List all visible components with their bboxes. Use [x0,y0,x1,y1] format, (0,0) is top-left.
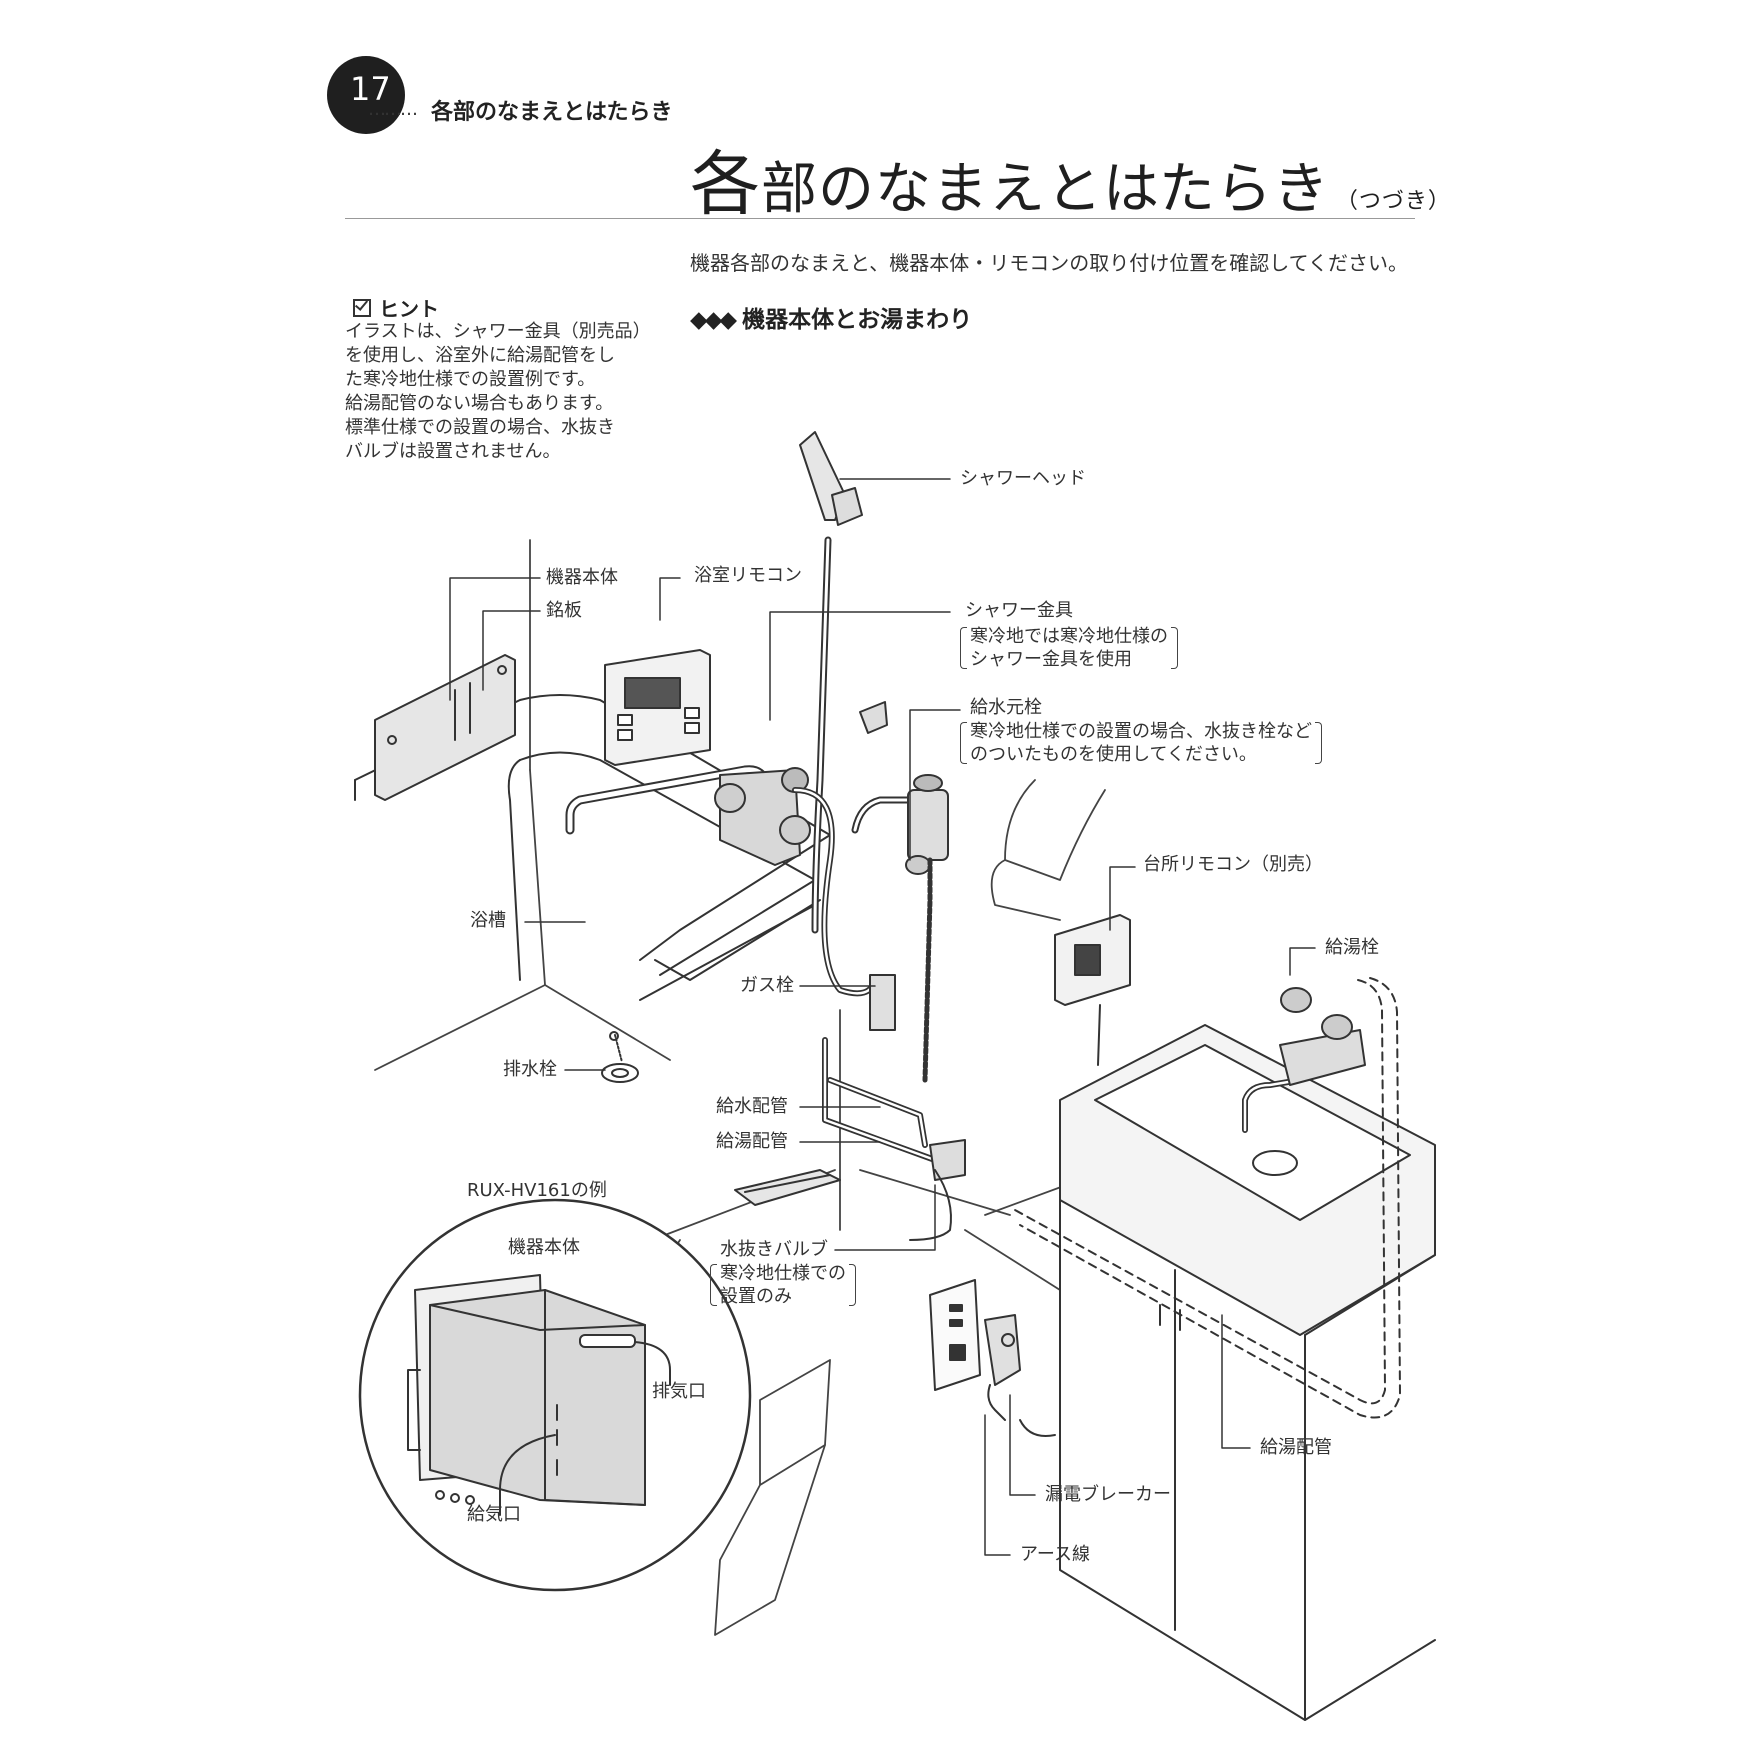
label-shower-fitting: シャワー金具 [965,600,1073,621]
label-drain-plug: 排水栓 [503,1059,557,1080]
sink-cabinet [1059,987,1436,1721]
label-name-plate: 銘板 [546,600,582,621]
page-title: 各部のなまえとはたらき（つづき） [690,128,1451,229]
label-kitchen-remote: 台所リモコン（別売） [1143,854,1323,875]
intro-text: 機器各部のなまえと、機器本体・リモコンの取り付け位置を確認してください。 [690,251,1408,275]
hot-water-pipe-dashed [1014,977,1401,1419]
label-water-pipe: 給水配管 [716,1096,788,1117]
title-rule [345,218,1415,219]
inset-caption: RUX-HV161の例 [467,1180,607,1201]
bracket-right [1171,627,1178,669]
leader-lines [449,478,1316,1556]
bracket-left [710,1264,717,1306]
note-line: 寒冷地仕様での [720,1263,846,1284]
note-line: シャワー金具を使用 [970,649,1132,670]
hint-line: バルブは設置されません。 [345,441,561,462]
note-line: 寒冷地では寒冷地仕様の [970,626,1168,647]
note-line: 設置のみ [720,1286,792,1307]
label-intake-port: 給気口 [467,1504,521,1525]
water-main-valve [851,774,949,1083]
kitchen-remote-illustration [1054,914,1131,1066]
hint-heading: ヒント [353,293,439,322]
bath-remote-illustration [604,649,711,766]
note-water-main-valve: 寒冷地仕様での設置の場合、水抜き栓など のついたものを使用してください。 [960,720,1322,766]
label-leakage-breaker: 漏電ブレーカー [1045,1484,1171,1505]
inset-unit-label: 機器本体 [508,1237,580,1258]
bracket-left [960,627,967,669]
bathroom-structure [374,539,1081,1431]
section-heading-text: 機器本体とお湯まわり [742,307,973,333]
note-line: 寒冷地仕様での設置の場合、水抜き栓など [970,721,1312,742]
wall-accents [714,779,1106,1636]
label-earth-wire: アース線 [1020,1544,1091,1565]
label-hot-water-pipe: 給湯配管 [716,1131,788,1152]
pipes-below [734,974,966,1241]
hint-line: た寒冷地仕様での設置例です。 [345,369,596,390]
label-bathtub: 浴槽 [470,910,506,931]
label-bath-remote: 浴室リモコン [694,565,802,586]
checkbox-icon [353,299,371,317]
bracket-left [960,722,967,764]
bracket-right [849,1264,856,1306]
diamond-bullets: ◆◆◆ [690,307,737,333]
bracket-right [1315,722,1322,764]
page-number: 17 [350,70,391,108]
hint-line: 標準仕様での設置の場合、水抜き [345,417,615,438]
hint-line: イラストは、シャワー金具（別売品） [345,321,651,342]
title-first-char: 各 [690,143,761,225]
note-drain-valve: 寒冷地仕様での 設置のみ [710,1262,856,1308]
note-shower-fitting: 寒冷地では寒冷地仕様の シャワー金具を使用 [960,625,1178,671]
label-unit-body: 機器本体 [546,567,618,588]
shower-hose [792,431,888,997]
label-hot-water-pipe-kitchen: 給湯配管 [1260,1437,1332,1458]
label-hot-water-tap: 給湯栓 [1325,937,1379,958]
leakage-breaker [929,1279,1056,1437]
unit-body [374,654,516,801]
hint-body: イラストは、シャワー金具（別売品） を使用し、浴室外に給湯配管をし た寒冷地仕様… [345,320,651,464]
inset-unit-detail [358,1198,752,1592]
hint-line: 給湯配管のない場合もあります。 [345,393,614,414]
label-shower-head: シャワーヘッド [960,468,1086,489]
drain-plug [601,1031,639,1083]
bathtub [354,694,831,1001]
header-dots: ……… [368,99,418,120]
label-gas-valve: ガス栓 [740,975,794,996]
page-number-badge: 17 [327,56,405,134]
note-line: のついたものを使用してください。 [970,744,1257,765]
hint-title: ヒント [379,297,439,321]
bath-faucet [565,765,811,866]
section-heading: ◆◆◆機器本体とお湯まわり [690,300,972,334]
title-suffix: （つづき） [1335,189,1451,214]
header-section-title: 各部のなまえとはたらき [431,100,673,125]
hint-line: を使用し、浴室外に給湯配管をし [345,345,615,366]
label-water-main-valve: 給水元栓 [970,697,1042,718]
title-rest: 部のなまえとはたらき [761,157,1330,222]
label-exhaust-port: 排気口 [652,1381,706,1402]
label-drain-valve: 水抜きバルブ [720,1239,828,1260]
